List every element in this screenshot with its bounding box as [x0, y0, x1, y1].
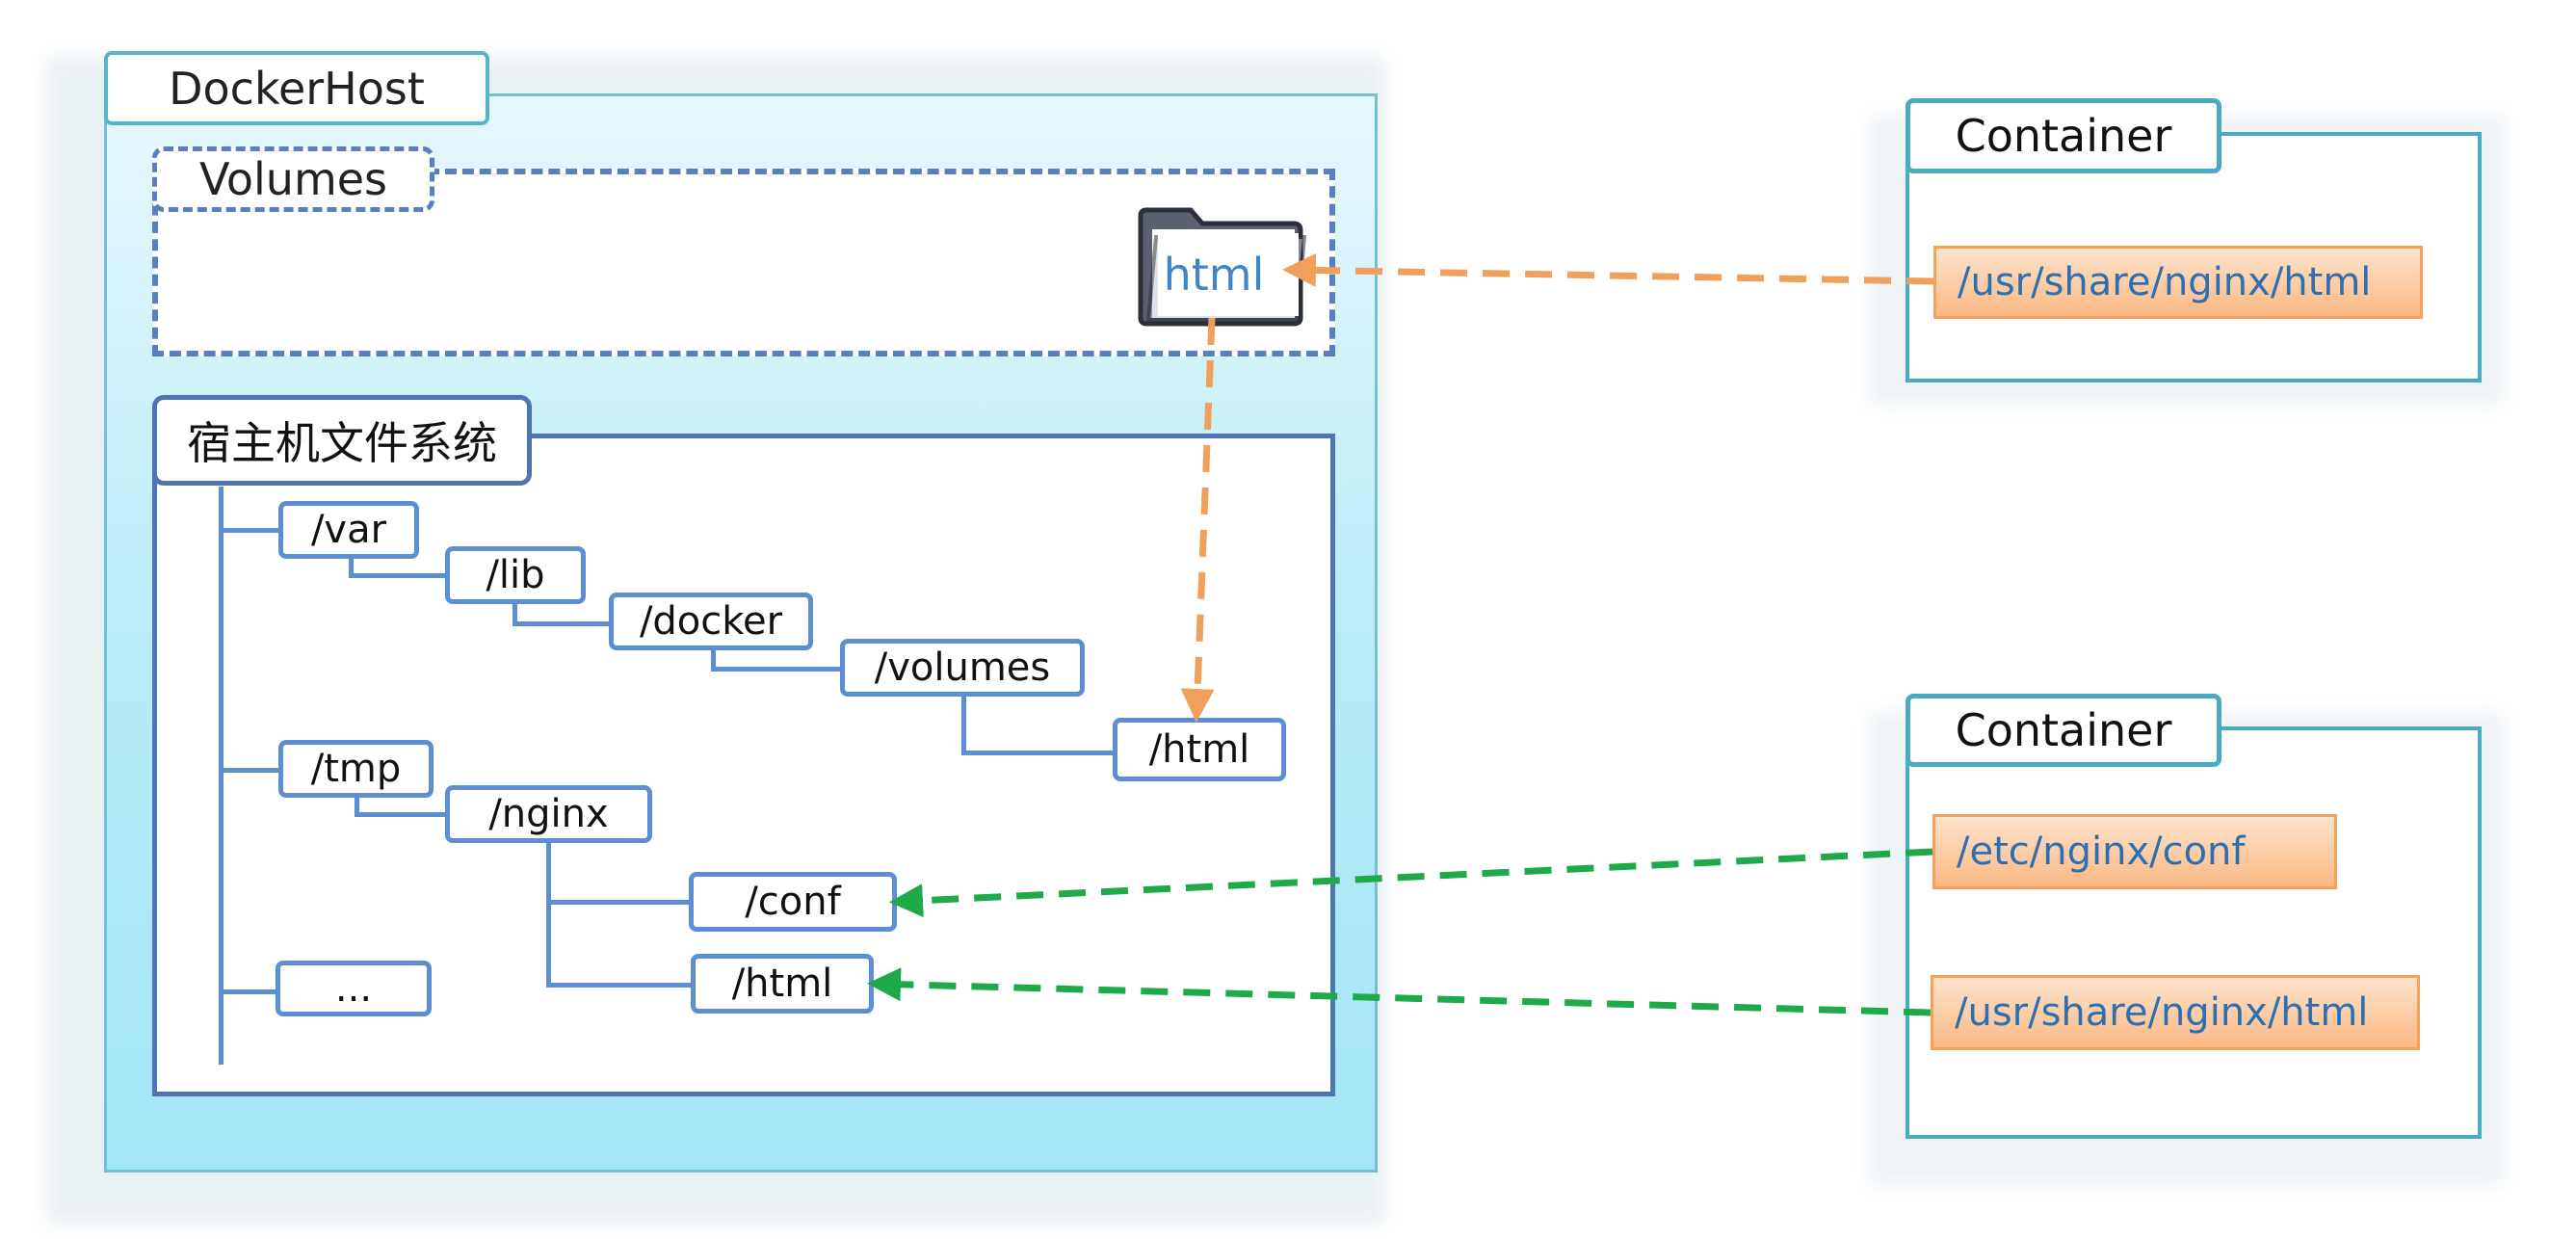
tree-line-var-lib-h	[349, 573, 447, 578]
container-1-mount-html: /usr/share/nginx/html	[1933, 246, 2423, 319]
volume-link-volume-to-host-dir	[1180, 317, 1216, 723]
container-1-title: Container	[1906, 98, 2221, 173]
docker-host-title: DockerHost	[104, 51, 489, 125]
tree-line-var-lib-v	[349, 557, 354, 578]
tree-branch-tmp	[219, 768, 278, 773]
volume-link-container-to-volume	[1282, 253, 1934, 287]
tree-line-tmp-nginx-h	[355, 812, 447, 817]
volumes-title: Volumes	[152, 146, 434, 212]
dir-ellipsis: ...	[276, 961, 432, 1016]
tree-line-nginx-children-v	[546, 841, 551, 988]
tree-line-lib-docker-v	[513, 602, 517, 625]
tree-branch-var	[219, 528, 278, 533]
bind-link-html	[867, 967, 1932, 1016]
tree-line-docker-volumes-h	[711, 667, 842, 672]
tree-trunk-line	[219, 487, 223, 1065]
dir-var: /var	[278, 501, 419, 559]
folder-icon	[1138, 207, 1307, 327]
tree-line-volumes-html-v	[961, 696, 966, 755]
bind-link-conf	[889, 848, 1933, 918]
tree-line-nginx-html-h	[546, 983, 693, 988]
dir-nginx-html: /html	[691, 954, 874, 1014]
dir-lib: /lib	[445, 546, 586, 604]
volume-folder-label: html	[1163, 249, 1265, 301]
container-2-mount-html: /usr/share/nginx/html	[1931, 975, 2420, 1050]
dir-tmp: /tmp	[278, 740, 434, 798]
host-filesystem-title: 宿主机文件系统	[152, 395, 532, 486]
tree-line-tmp-nginx-v	[355, 796, 359, 817]
tree-line-lib-docker-h	[513, 621, 611, 626]
tree-line-nginx-conf-h	[546, 900, 691, 905]
tree-line-docker-volumes-v	[711, 648, 716, 672]
dir-nginx: /nginx	[445, 785, 652, 843]
dir-volumes: /volumes	[840, 639, 1085, 697]
dir-volumes-html: /html	[1113, 718, 1286, 781]
tree-branch-ellipsis	[219, 989, 278, 994]
dir-docker: /docker	[609, 593, 813, 650]
container-2-title: Container	[1906, 694, 2221, 767]
container-2-panel	[1906, 726, 2482, 1139]
container-2-mount-conf: /etc/nginx/conf	[1932, 814, 2337, 889]
tree-line-volumes-html-h	[961, 751, 1116, 755]
